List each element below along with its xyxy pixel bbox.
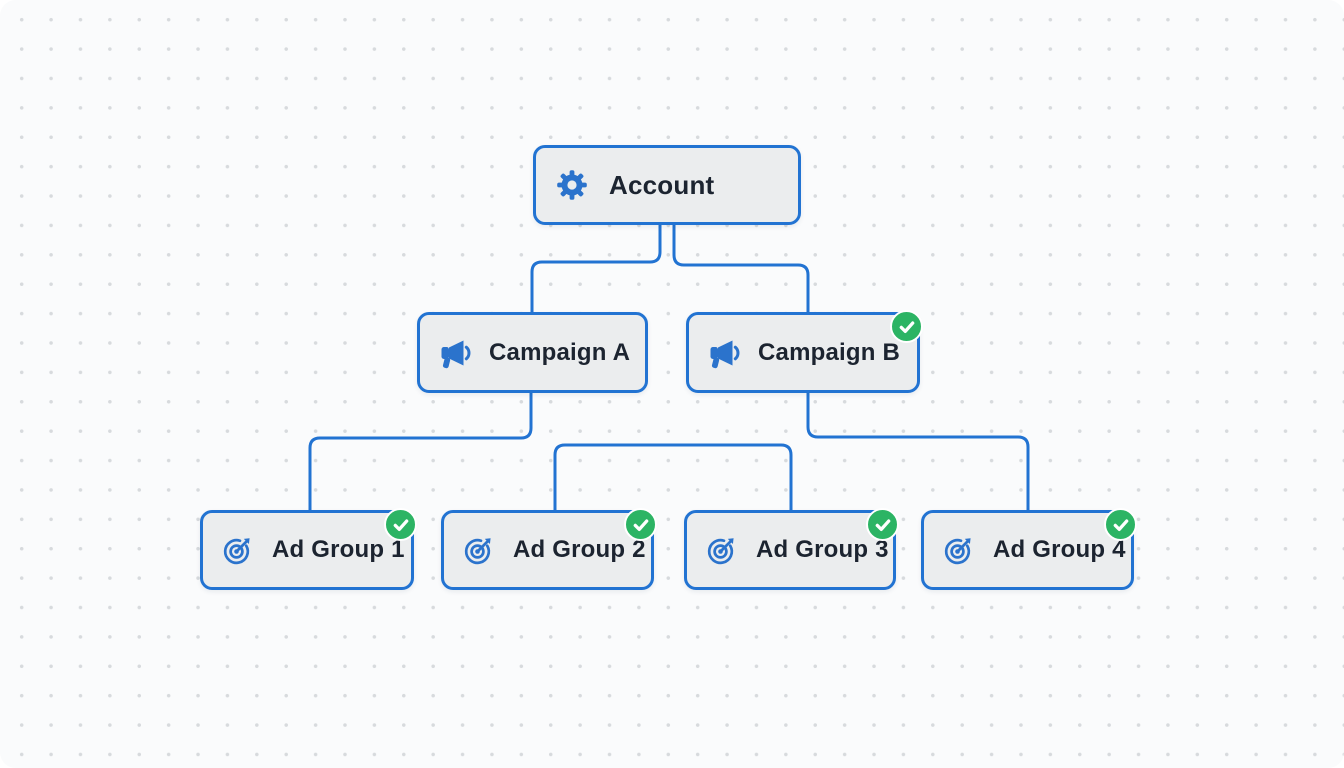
node-label: Campaign B <box>758 338 901 366</box>
target-icon <box>223 538 250 565</box>
node-ad-group-1[interactable]: Ad Group 1 <box>200 508 417 590</box>
target-icon <box>944 538 971 565</box>
node-label: Campaign A <box>489 338 631 366</box>
check-icon <box>875 518 890 531</box>
node-campaign-a[interactable]: Campaign A <box>417 312 648 393</box>
check-icon <box>393 518 408 531</box>
check-badge <box>1104 508 1137 541</box>
edge-campaign-a-ad-group-1 <box>308 393 533 510</box>
edge-ad-group-2-ad-group-3 <box>553 443 793 510</box>
gear-icon <box>557 170 587 200</box>
node-ad-group-4[interactable]: Ad Group 4 <box>921 508 1137 590</box>
node-label: Account <box>609 169 715 200</box>
node-label: Ad Group 2 <box>513 536 646 563</box>
edge-account-campaign-a <box>530 225 662 312</box>
check-icon <box>1113 518 1128 531</box>
check-icon <box>899 320 914 333</box>
node-label: Ad Group 1 <box>272 536 405 563</box>
check-badge <box>866 508 899 541</box>
check-badge <box>624 508 657 541</box>
target-icon <box>464 538 491 565</box>
check-badge <box>384 508 417 541</box>
megaphone-icon <box>710 340 740 368</box>
check-badge <box>890 310 923 343</box>
edge-campaign-b-ad-group-4 <box>806 393 1030 510</box>
edge-account-campaign-b <box>672 225 810 312</box>
node-campaign-b[interactable]: Campaign B <box>686 310 923 393</box>
megaphone-icon <box>441 340 471 368</box>
check-icon <box>633 518 648 531</box>
node-label: Ad Group 3 <box>756 536 889 563</box>
node-ad-group-3[interactable]: Ad Group 3 <box>684 508 899 590</box>
node-account[interactable]: Account <box>533 145 801 225</box>
node-label: Ad Group 4 <box>993 536 1126 563</box>
node-ad-group-2[interactable]: Ad Group 2 <box>441 508 657 590</box>
target-icon <box>707 538 734 565</box>
